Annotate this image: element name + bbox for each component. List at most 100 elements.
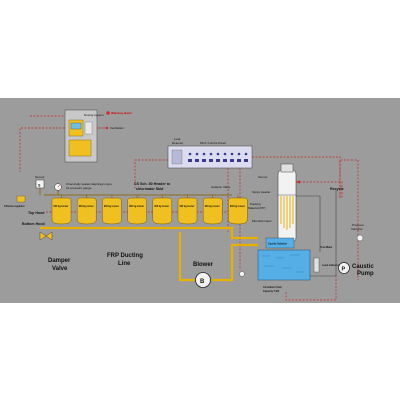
- chlorine-header-instruments: Sensor S Chemically sealed diaphragm typ…: [4, 175, 231, 226]
- mist-eliminator-label: Mist Eliminator: [252, 219, 272, 223]
- tonner-tank-label: 900 kg tonner: [230, 205, 245, 208]
- tonner-tank: 900 kg tonner: [202, 195, 223, 225]
- spray-supply-pipe: [296, 195, 321, 252]
- dosing-controller-icon: [84, 121, 93, 135]
- tonner-tank-body: [152, 197, 173, 225]
- leak-detector-label-2: Detector: [172, 141, 183, 145]
- tonner-tank-body: [127, 197, 147, 225]
- tonner-tank-label: 900 kg tonner: [154, 205, 169, 208]
- caustic-solution-label: Caustic Solution: [268, 243, 287, 246]
- isolation-valve-label: Isolation Valve: [211, 185, 231, 189]
- bottom-hood-label: Bottom Hood: [22, 222, 45, 226]
- ventilation-arrowhead-icon: [106, 126, 109, 130]
- tonner-tank-body: [51, 197, 72, 225]
- tonner-tank: 900 kg tonner: [177, 195, 198, 225]
- tonner-tank-label: 900 kg tonner: [129, 205, 144, 208]
- tank-gauge-icon: [239, 271, 245, 277]
- tonner-tank-label: 900 kg tonner: [180, 205, 195, 208]
- sensor-label: Sensor: [35, 175, 45, 179]
- circulation-tank-label: Circulation Tank: [263, 286, 282, 289]
- tonner-tank: 900 kg tonner: [51, 195, 72, 225]
- tonner-tank-body: [102, 197, 122, 225]
- dosing-system-label: Dosing system: [84, 113, 104, 117]
- tonner-tank: 900 kg tonner: [228, 195, 248, 225]
- warning-alarm-icon: [106, 111, 110, 115]
- packing-label-2: Material (PP): [248, 206, 266, 210]
- tonner-tank-group: 900 kg tonner 900 kg tonner 900 kg tonner 9…: [51, 195, 248, 225]
- tonner-tank-label: 900 kg tonner: [79, 205, 94, 208]
- caustic-pump-label: Caustic: [352, 264, 374, 270]
- scrubber-sensor-label: Sensor: [258, 175, 268, 179]
- frp-ducting-label: FRP Ducting: [107, 253, 143, 259]
- pressure-indicator-icon: [356, 234, 364, 242]
- damper-valve: Damper Valve: [39, 231, 71, 272]
- header-line-label-1: CS Sch. 80 Header to: [134, 182, 171, 186]
- signal-line-mcc-left: [134, 159, 168, 190]
- control-panels: Leak Detector MCC Control Panel: [167, 137, 253, 169]
- recycle-arrow-icon: [296, 180, 300, 184]
- spray-pattern-icon: [280, 196, 294, 230]
- damper-valve-label-2: Valve: [52, 266, 68, 272]
- mcc-indicator-lights: [188, 152, 248, 162]
- recycle-line: [296, 181, 343, 198]
- tonner-tank-label: 900 kg tonner: [205, 205, 220, 208]
- pressure-indicator-label: Pressure: [352, 223, 364, 227]
- ventilation-label: Ventilation: [110, 126, 124, 130]
- tonner-tank-body: [76, 197, 97, 225]
- tonner-tank: 900 kg tonner: [127, 195, 147, 225]
- pressure-indicator-label-2: Indicator: [351, 227, 363, 231]
- caustic-pump: Pressure Indicator P Caustic Pump: [338, 223, 374, 277]
- spray-header-label: Spray Header: [252, 190, 271, 194]
- tonner-tank-body: [202, 197, 223, 225]
- sensor-symbol-icon: S: [38, 184, 41, 188]
- water-ripples-icon: [262, 254, 304, 273]
- dosing-display-icon: [70, 122, 82, 130]
- top-hood-label: Top Hood: [28, 211, 45, 215]
- tonner-tank: 900 kg tonner: [152, 195, 173, 225]
- blower: Blower B: [193, 262, 214, 288]
- pump-letter: P: [342, 267, 346, 273]
- caustic-solution-bar: [265, 237, 295, 249]
- mcc-panel-label: MCC Control Panel: [200, 141, 226, 145]
- signal-line-dosing: [19, 127, 65, 172]
- drain-line: [285, 276, 337, 301]
- caustic-pump-label-2: Pump: [357, 271, 374, 277]
- level-indicator-icon: [313, 257, 320, 273]
- ducting-to-blower: [178, 232, 195, 282]
- gauge-needle-icon: [57, 184, 61, 188]
- tonner-tank: 900 kg tonner: [102, 195, 122, 225]
- frp-ducting-label-2: Line: [118, 261, 131, 267]
- tonner-tank-body: [228, 197, 248, 225]
- circulation-tank: Circulation Tank Capacity 7 M3 Level ind…: [239, 246, 339, 293]
- flow-meter-label: Flow Meter: [320, 246, 333, 249]
- header-line-label-2: chlorinator Skid: [136, 187, 163, 191]
- leak-detector-label: Leak: [174, 137, 181, 141]
- frp-ducting-line: [40, 226, 258, 240]
- signal-line-mcc-right: [252, 156, 341, 198]
- tonner-tank-body: [177, 197, 198, 225]
- chlorine-regulator-icon: [16, 195, 26, 203]
- blower-icon: [195, 272, 211, 288]
- blower-letter: B: [200, 279, 205, 285]
- pressure-gauge-label: CL pressure gauge: [66, 186, 92, 190]
- packing-label: Packing: [250, 202, 261, 206]
- warning-alarm-label: Warning alarm: [111, 111, 132, 115]
- damper-valve-icon: [39, 231, 47, 241]
- blower-label: Blower: [193, 262, 214, 268]
- diaphragm-label: Chemically sealed diaphragm type: [66, 182, 112, 186]
- recycle-label: Recycle: [330, 187, 344, 191]
- damper-valve-label: Damper: [48, 258, 71, 264]
- tonner-tank: 900 kg tonner: [76, 195, 97, 225]
- caustic-pump-icon: [338, 262, 350, 274]
- signal-line-pump: [339, 159, 359, 280]
- scrubber-tower: Caustic Solution Sensor Spray Header Pac…: [248, 163, 297, 249]
- scrubber-top-outlet: [280, 163, 294, 173]
- chlorine-regulator-label: Chlorine regulator: [4, 205, 25, 208]
- leak-detector-box: [171, 149, 183, 165]
- dosing-tank-icon: [68, 139, 92, 157]
- damper-valve-icon-2: [45, 231, 53, 241]
- tonner-tank-label: 900 kg tonner: [104, 205, 119, 208]
- dosing-system: Dosing system Warning alarm Ventilation: [64, 109, 132, 163]
- tonner-tank-label: 900 kg tonner: [54, 205, 69, 208]
